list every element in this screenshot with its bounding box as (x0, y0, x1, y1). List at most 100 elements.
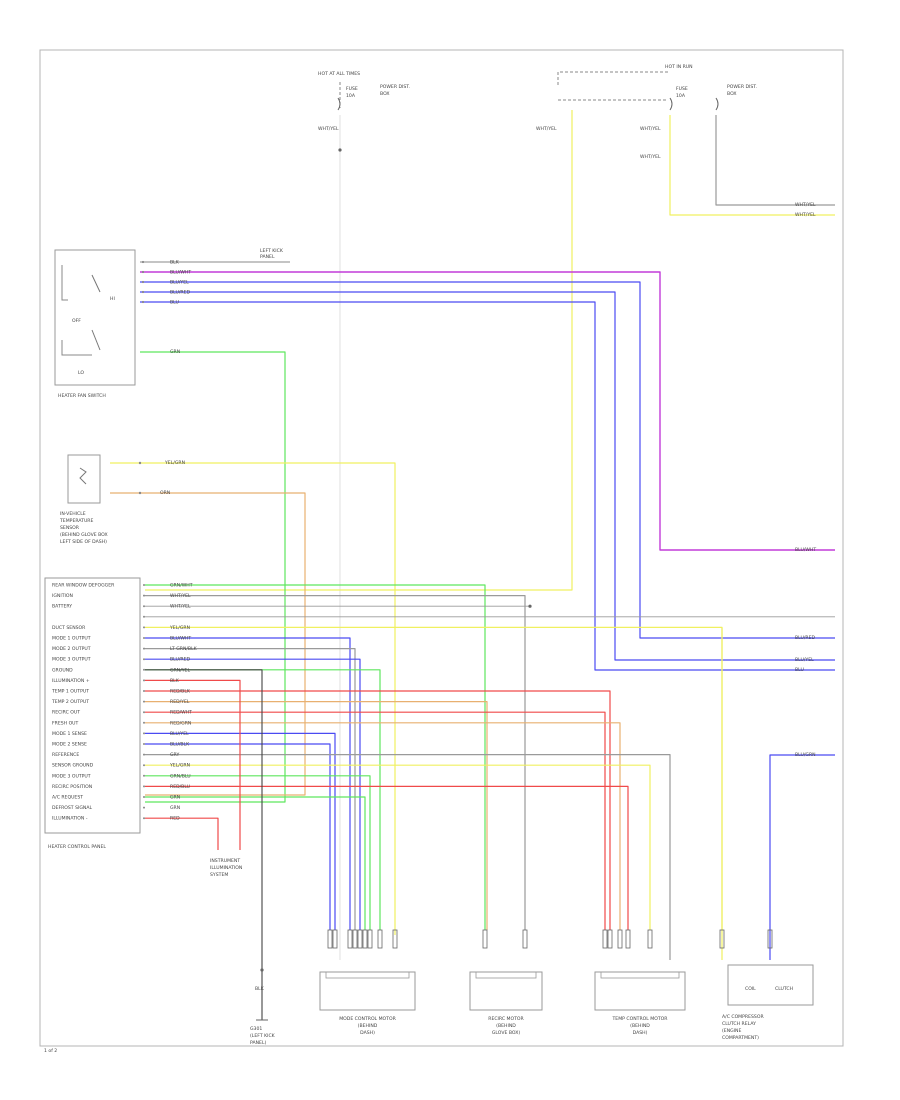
mode-connector-pin-6 (367, 929, 373, 949)
illum-note-0: INSTRUMENT (210, 858, 240, 864)
fuse-center-wire-label: WHT/YEL (318, 126, 339, 132)
ground-caption-1: (LEFT KICK (250, 1033, 276, 1039)
panel-wire-label-13: RED/GRN (170, 720, 191, 726)
control-pin-label-15: MODE 2 SENSE (52, 742, 87, 748)
temp-connector-pin-3 (625, 929, 631, 949)
panel-wire-label-12: RED/WHT (170, 710, 192, 716)
fuse-center-icon (337, 97, 341, 111)
temp-actuator-caption-0: TEMP CONTROL MOTOR (612, 1016, 669, 1022)
panel-wire-label-16: GRY (170, 752, 179, 758)
wire-panel-illum-plus (145, 679, 241, 850)
control-pin-label-0: REAR WINDOW DEFOGGER (52, 583, 115, 589)
control-pin-12 (143, 711, 145, 714)
fuse-right-label: FUSE (676, 86, 688, 92)
wire-yellow-sensor (110, 462, 396, 935)
control-pin-7 (143, 658, 145, 661)
fuse-center-title: HOT AT ALL TIMES (318, 71, 360, 77)
fuse-right-rating: 10A (676, 93, 686, 99)
panel-wire-label-17: YEL/GRN (169, 763, 190, 769)
wire-layer (110, 110, 835, 1020)
temp-actuator-caption-1: (BEHIND (630, 1023, 650, 1029)
panel-wire-label-10: RED/BLK (170, 689, 191, 695)
control-pin-6 (143, 647, 145, 650)
right-end-label-5: WHT/YEL (795, 202, 816, 208)
control-pin-0 (143, 584, 145, 586)
page-number: 1 of 2 (44, 1048, 57, 1054)
control-pin-label-10: TEMP 1 OUTPUT (51, 689, 89, 695)
sensor-pin-a (138, 461, 142, 465)
control-pin-4 (143, 626, 145, 629)
control-pin-15 (143, 743, 145, 745)
fuse-center-box-2: BOX (380, 91, 390, 97)
temp-actuator-caption-2: DASH) (633, 1030, 648, 1036)
fan-switch-hi-label: HI (110, 296, 115, 302)
wire-panel-20 (145, 796, 366, 930)
diagram-frame (39, 49, 844, 1047)
relay-connector-pin-1 (767, 929, 773, 949)
wire-panel-14 (145, 732, 336, 930)
ground-caption-2: PANEL) (250, 1040, 267, 1046)
panel-wire-label-1: WHT/YEL (170, 593, 191, 599)
wire-panel-1 (145, 594, 526, 930)
heater-fan-switch-caption: HEATER FAN SWITCH (58, 393, 106, 399)
fuse-right-box-2: BOX (727, 91, 737, 97)
control-pin-label-20: A/C REQUEST (52, 795, 83, 801)
wire-panel-ground (145, 669, 263, 1020)
fuse-right-icon-a (669, 97, 673, 111)
temp-connector-pin-2 (617, 929, 623, 949)
fan-switch-off-label: OFF (72, 318, 81, 324)
panel-wire-label-5: BLU/WHT (170, 636, 191, 642)
control-pin-8 (143, 668, 145, 671)
panel-wire-label-0: GRN/WHT (170, 583, 193, 589)
mode-connector-pin-5 (362, 929, 368, 949)
fuse-center-splice (338, 148, 342, 152)
panel-wire-label-18: GRN/BLU (170, 773, 191, 779)
control-pin-18 (143, 774, 145, 777)
fuse-right-bracket-a (557, 71, 668, 85)
fan-pin-4 (141, 300, 145, 304)
temp-actuator-connector (600, 971, 680, 979)
fuse-center-box: POWER DIST. (380, 84, 410, 90)
relay-caption-2: (ENGINE (722, 1028, 741, 1034)
wire-green-fan (140, 351, 286, 803)
fan-pin-2 (141, 280, 145, 284)
panel-wire-label-2: WHT/YEL (170, 604, 191, 610)
mode-actuator-caption-2: DASH) (360, 1030, 375, 1036)
fan-wire-label-3: BLU/RED (170, 290, 190, 296)
temp-connector-pin-1 (607, 929, 613, 949)
heater-control-panel-box (44, 577, 141, 834)
temp-sensor-caption-3: (BEHIND GLOVE BOX (60, 532, 108, 538)
control-pin-2 (143, 605, 145, 608)
control-pin-16 (143, 753, 145, 756)
wire-panel-16 (145, 753, 671, 960)
wire-panel-0 (145, 584, 486, 930)
recirc-actuator-caption-0: RECIRC MOTOR (488, 1016, 524, 1022)
fuse-center-label: FUSE (346, 86, 358, 92)
control-pin-label-12: RECIRC OUT (52, 710, 80, 716)
fuse-right-icon-b (715, 97, 719, 111)
wire-purple-blu-wht (140, 271, 835, 551)
green-wire-label: GRN (170, 349, 180, 355)
temp-connector-pin-4 (647, 929, 653, 949)
control-pin-label-2: BATTERY (52, 604, 72, 610)
fan-wire-label-1: BLU/WHT (170, 270, 191, 276)
temp-sensor-caption-4: LEFT SIDE OF DASH) (60, 539, 107, 545)
temp-sensor-caption-2: SENSOR (60, 525, 80, 531)
wire-blue-2 (140, 281, 835, 639)
control-pin-label-6: MODE 2 OUTPUT (52, 646, 91, 652)
panel-wire-label-8: GRN/YEL (170, 667, 190, 673)
heater-fan-switch-box (54, 249, 136, 386)
relay-caption-0: A/C COMPRESSOR (722, 1014, 764, 1020)
wire-blue-3 (140, 291, 835, 661)
wire-panel-15 (145, 743, 331, 930)
temp-sensor-caption-0: IN-VEHICLE (60, 511, 86, 517)
wire-yellow-top-right (669, 115, 835, 216)
mode-connector-pin-8 (392, 929, 398, 949)
illum-note-1: ILLUMINATION (210, 865, 242, 871)
recirc-actuator-connector (475, 971, 537, 979)
wire-relay-blue (769, 754, 835, 960)
wire-panel-4 (145, 626, 723, 930)
control-pin-21 (143, 806, 145, 809)
